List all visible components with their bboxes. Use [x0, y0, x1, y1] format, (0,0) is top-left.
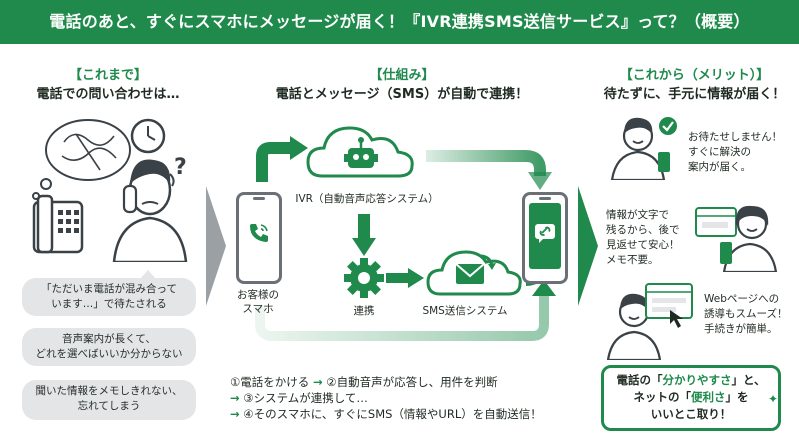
phone-notch: [253, 197, 265, 200]
phone-call-icon: [250, 224, 268, 242]
phone-notch: [539, 197, 551, 200]
merit-2-line-4: メモ不要。: [606, 254, 659, 266]
step-arrow: →: [230, 391, 240, 405]
page-title: 電話のあと、すぐにスマホにメッセージが届く！『IVR連携SMS送信サービス』って…: [49, 12, 750, 31]
steps-line-3: → ④そのスマホに、すぐにSMS（情報やURL）を自動送信！: [230, 406, 542, 422]
merit-1-text: お待たせしません！ すぐに解決の 案内が届く。: [688, 130, 782, 175]
merit-1-line-1: お待たせしません！: [688, 131, 783, 143]
thought-bubble-icon: [32, 119, 131, 200]
long-guidance-bubble: 音声案内が長くて、 どれを選べばいいか分からない: [22, 328, 196, 366]
chevron-green-icon: [578, 186, 598, 306]
bubble-1-line-2: います…」で待たされる: [51, 298, 167, 310]
summary-2b: 便利さ: [691, 390, 726, 404]
summary-1a: 電話の「: [616, 373, 663, 387]
summary-box: 電話の「分かりやすさ」と、 ネットの「便利さ」を いいとこ取り！: [601, 365, 781, 431]
merit-1-line-3: 案内が届く。: [688, 161, 751, 173]
summary-line-3: いいとこ取り！: [650, 407, 732, 421]
middle-heading-block: 【仕組み】 電話とメッセージ（SMS）が自動で連携！: [232, 66, 572, 104]
merit-1-line-2: すぐに解決の: [688, 146, 751, 158]
bubble-2-line-2: どれを選べばいいか分からない: [35, 348, 183, 360]
gear-icon: [344, 258, 384, 298]
customer-phone-label-2: スマホ: [242, 303, 274, 315]
summary-line-1: 電話の「分かりやすさ」と、: [604, 372, 778, 389]
waiting-bubble: 「ただいま電話が混み合って います…」で待たされる: [22, 270, 196, 316]
checkmark-icon: [659, 117, 677, 135]
right-heading-block: 【これから（メリット）】 待たずに、手元に情報が届く！: [592, 66, 797, 104]
stressed-caller-illustration: ?: [32, 118, 188, 262]
merit-3-line-3: 手続きが簡単。: [704, 323, 778, 335]
desk-phone-icon: [32, 194, 84, 254]
summary-1b: 分かりやすさ: [662, 373, 732, 387]
title-banner: [0, 0, 799, 44]
bubble-1-line-1: 「ただいま電話が混み合って: [41, 283, 177, 295]
customer-phone-left: [236, 192, 282, 284]
bubble-2-line-1: 音声案内が長くて、: [62, 333, 156, 345]
right-heading: 【これから（メリット）】: [619, 68, 770, 83]
sms-cloud-icon: [426, 250, 522, 296]
merit-2-line-3: 見返せて安心！: [606, 239, 680, 251]
merit-2-line-1: 情報が文字で: [606, 209, 669, 221]
merit-2-line-2: 残るから、後で: [606, 224, 680, 236]
step-arrow: →: [230, 407, 240, 421]
step-1: ①電話をかける: [230, 375, 310, 389]
sms-system-label: SMS送信システム: [422, 305, 508, 317]
steps-line-1: ①電話をかける → ②自動音声が応答し、用件を判断: [230, 374, 542, 390]
step-3: ③システムが連携して…: [243, 391, 368, 405]
summary-1c: 」と、: [731, 373, 766, 387]
arrow-ivr-to-customer: [426, 150, 546, 176]
left-subheading: 電話での問い合わせは…: [36, 87, 180, 102]
customer-phone-label-1: お客様の: [237, 289, 279, 301]
step-4: ④そのスマホに、すぐにSMS（情報やURL）を自動送信！: [243, 407, 542, 421]
summary-2c: 」を: [725, 390, 749, 404]
middle-subheading: 電話とメッセージ（SMS）が自動で連携！: [275, 87, 529, 102]
question-mark-icon: ?: [174, 155, 187, 180]
step-arrow: →: [312, 375, 323, 389]
clock-icon: [130, 118, 166, 154]
middle-heading: 【仕組み】: [369, 68, 435, 83]
flow-steps: ①電話をかける → ②自動音声が応答し、用件を判断 → ③システムが連携して… …: [230, 374, 542, 422]
merit-3-text: Webページへの 誘導もスムーズ！ 手続きが簡単。: [704, 292, 787, 337]
person-web-page-illustration: [606, 283, 693, 360]
ivr-cloud-icon: [306, 126, 414, 178]
stressed-person-icon: [112, 159, 188, 262]
merit-2-text: 情報が文字で 残るから、後で 見返せて安心！ メモ不要。: [606, 208, 680, 268]
arrow-phone-to-ivr: [256, 142, 292, 182]
chevron-gray-icon: [206, 186, 226, 306]
customer-phone-right: [522, 192, 568, 284]
person-reading-phone-illustration: [695, 205, 778, 272]
summary-2a: ネットの「: [633, 390, 692, 404]
gear-label: 連携: [353, 305, 375, 317]
ivr-label: IVR（自動音声応答システム）: [295, 193, 439, 205]
happy-person-phone-illustration: [610, 117, 677, 180]
right-subheading: 待たずに、手元に情報が届く！: [603, 87, 786, 102]
steps-line-2: → ③システムが連携して…: [230, 390, 542, 406]
memo-bubble: 聞いた情報をメモしきれない、 忘れてしまう: [22, 380, 196, 420]
arrow-return-loop: [255, 288, 549, 341]
link-message-icon: [535, 224, 555, 243]
merit-3-line-2: 誘導もスムーズ！: [704, 308, 788, 320]
merit-3-line-1: Webページへの: [704, 293, 780, 305]
bubble-3-line-1: 聞いた情報をメモしきれない、: [35, 385, 183, 397]
step-2: ②自動音声が応答し、用件を判断: [326, 375, 498, 389]
bubble-3-line-2: 忘れてしまう: [77, 400, 141, 412]
left-heading: 【これまで】: [68, 68, 147, 83]
left-heading-block: 【これまで】 電話での問い合わせは…: [10, 66, 206, 104]
sparkle-icon: ✦: [768, 392, 779, 406]
summary-line-2: ネットの「便利さ」を: [604, 389, 778, 406]
